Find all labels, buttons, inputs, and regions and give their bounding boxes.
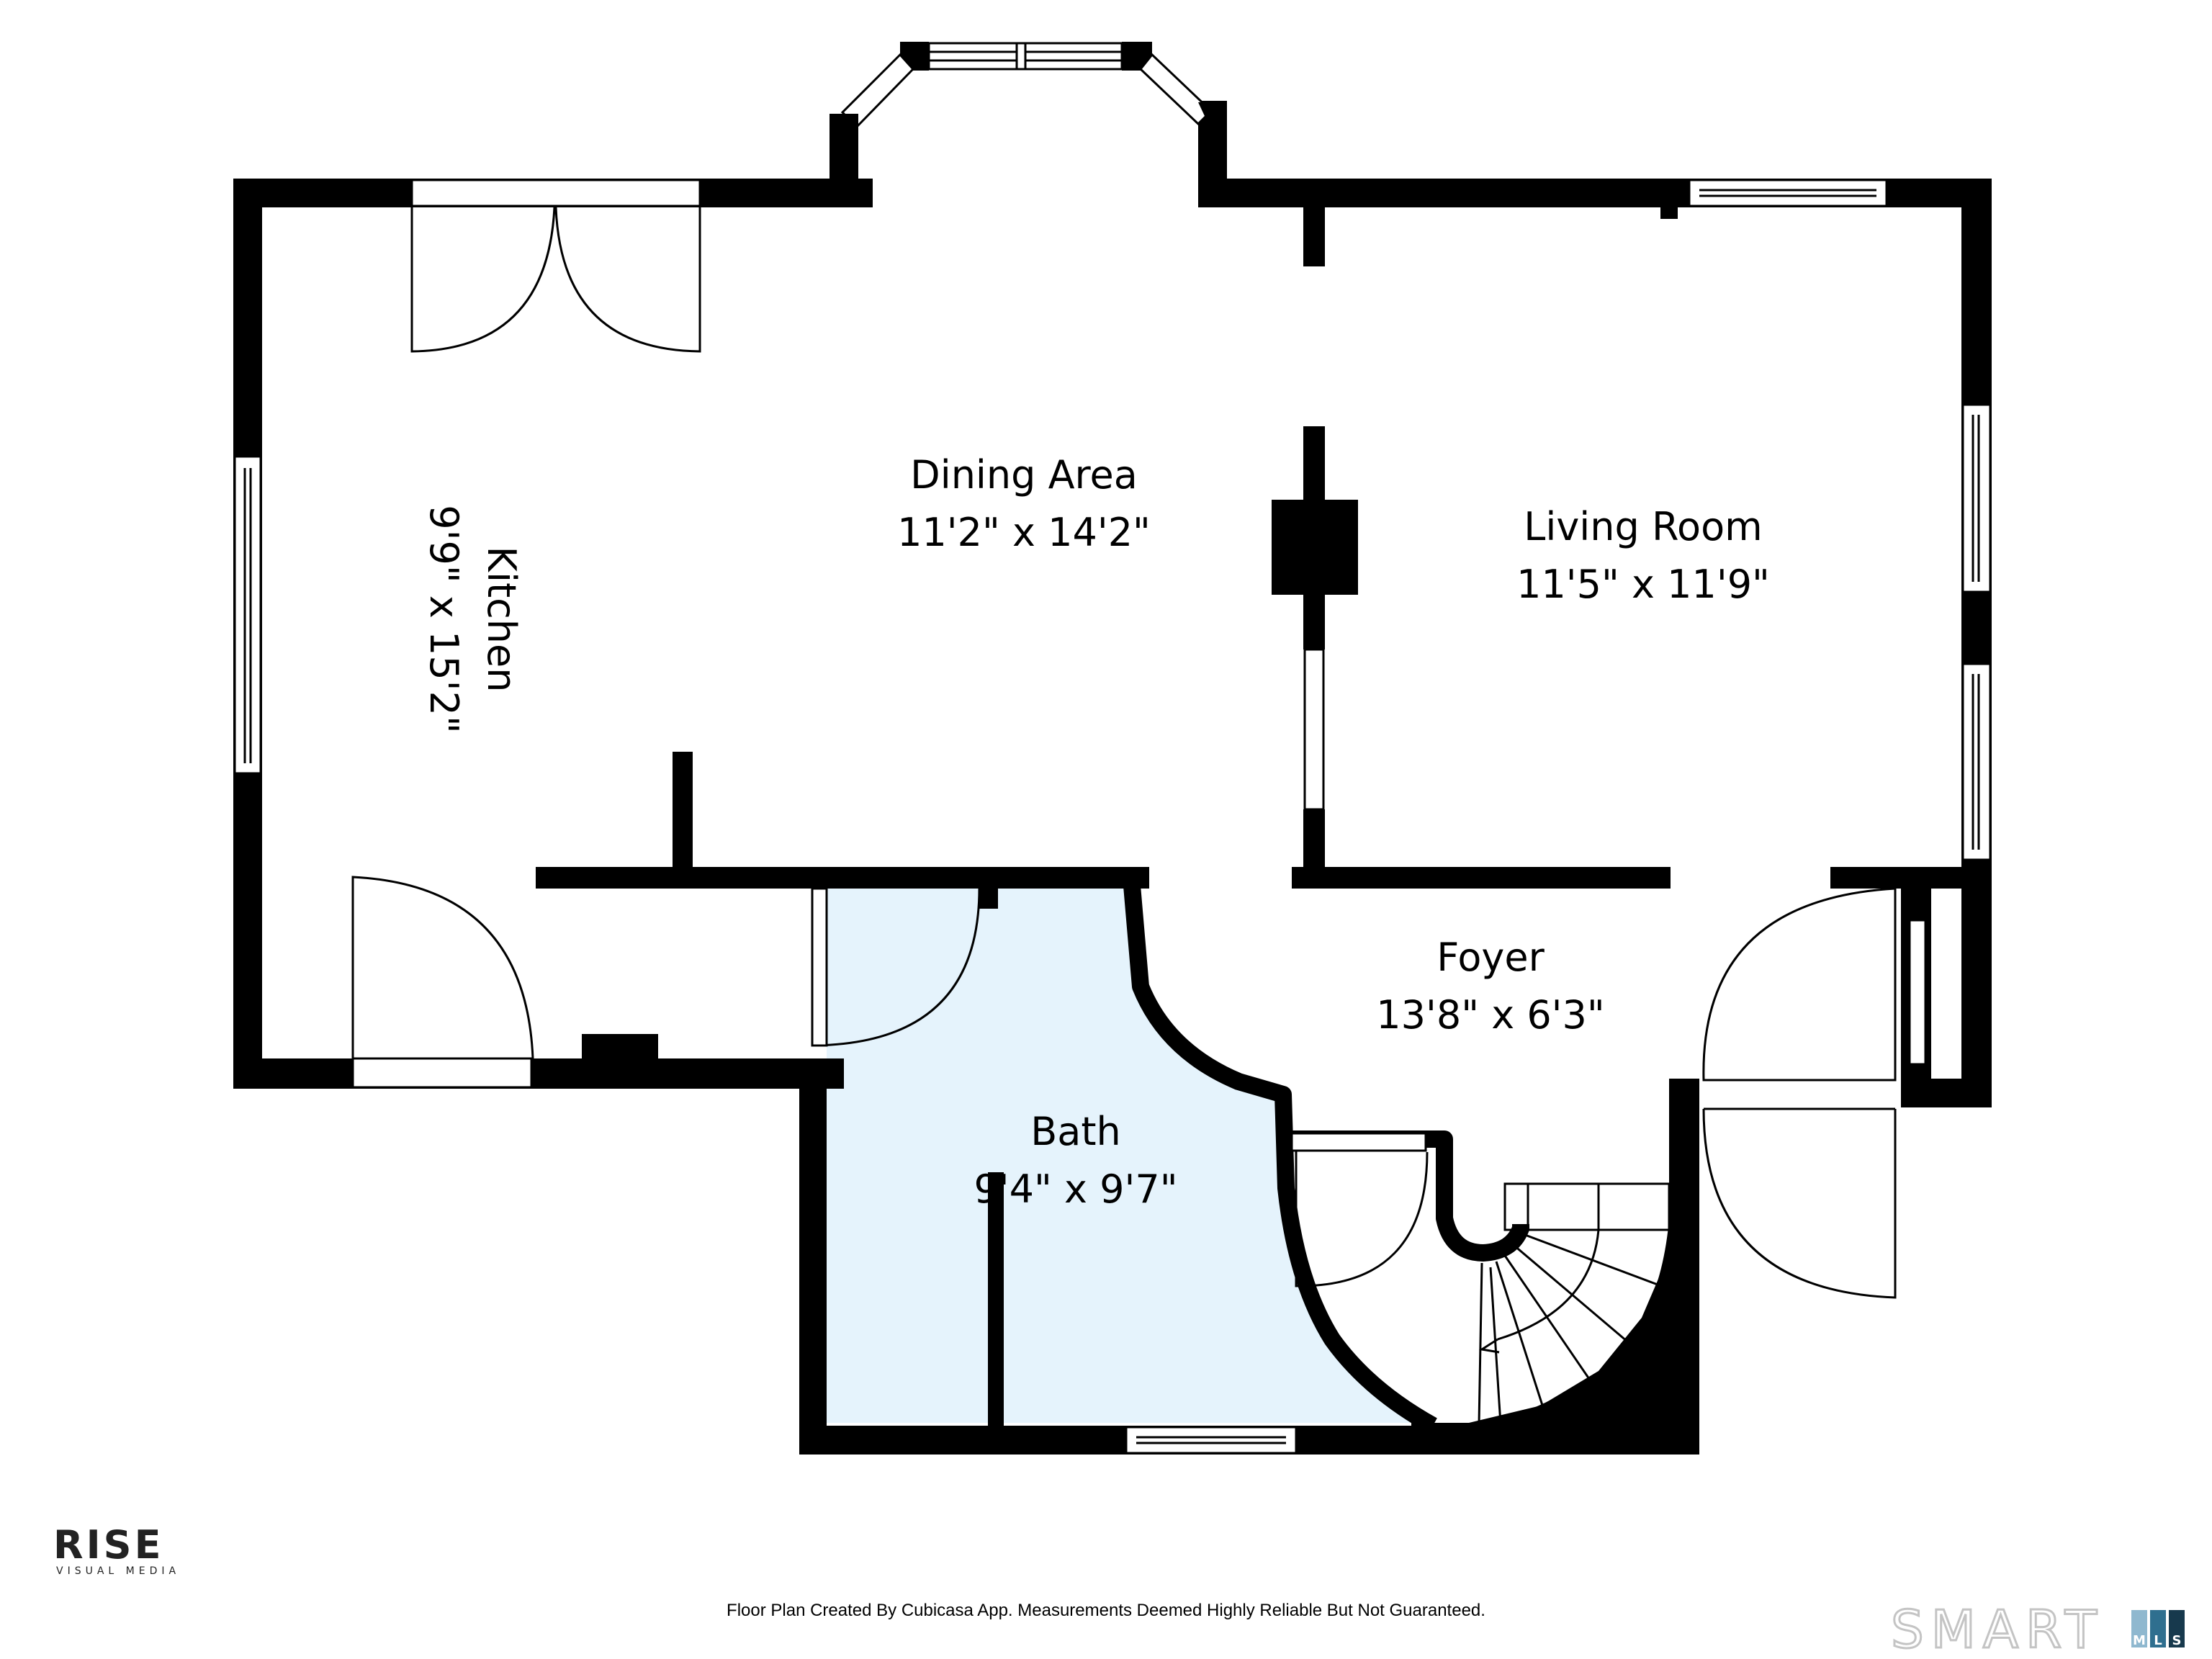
kitchen-name: Kitchen [479, 547, 524, 693]
bath-size: 9'4" x 9'7" [974, 1166, 1177, 1212]
doors [351, 207, 1897, 1299]
kitchen-label: Kitchen 9'9" x 15'2" [421, 505, 524, 733]
windows [233, 179, 1992, 1455]
mls-m: M [2133, 1633, 2146, 1648]
spiral-stair [1477, 1182, 1671, 1426]
foyer-size: 13'8" x 6'3" [1376, 992, 1604, 1038]
rise-logo-name: RISE [53, 1522, 163, 1568]
mls-s: S [2172, 1633, 2182, 1648]
rise-logo-tagline: VISUAL MEDIA [56, 1565, 180, 1577]
dining-name: Dining Area [910, 452, 1138, 498]
rise-logo: RISE VISUAL MEDIA [53, 1522, 180, 1577]
room-labels: Dining Area 11'2" x 14'2" Living Room 11… [421, 452, 1770, 1212]
smart-logo-name: SMART [1891, 1599, 2104, 1659]
living-name: Living Room [1524, 504, 1763, 549]
mls-l: L [2154, 1633, 2162, 1648]
living-size: 11'5" x 11'9" [1516, 562, 1770, 607]
bay-window [830, 42, 1227, 129]
foyer-name: Foyer [1437, 935, 1545, 980]
stair-wall [1283, 1130, 1529, 1262]
smart-mls-logo: SMART M L S [1890, 1599, 2185, 1659]
dining-size: 11'2" x 14'2" [897, 510, 1151, 555]
kitchen-size: 9'9" x 15'2" [421, 505, 467, 733]
bath-name: Bath [1030, 1109, 1121, 1154]
interior-walls [536, 207, 1992, 1455]
disclaimer: Floor Plan Created By Cubicasa App. Meas… [727, 1601, 1485, 1620]
bath-floor [827, 887, 1411, 1423]
